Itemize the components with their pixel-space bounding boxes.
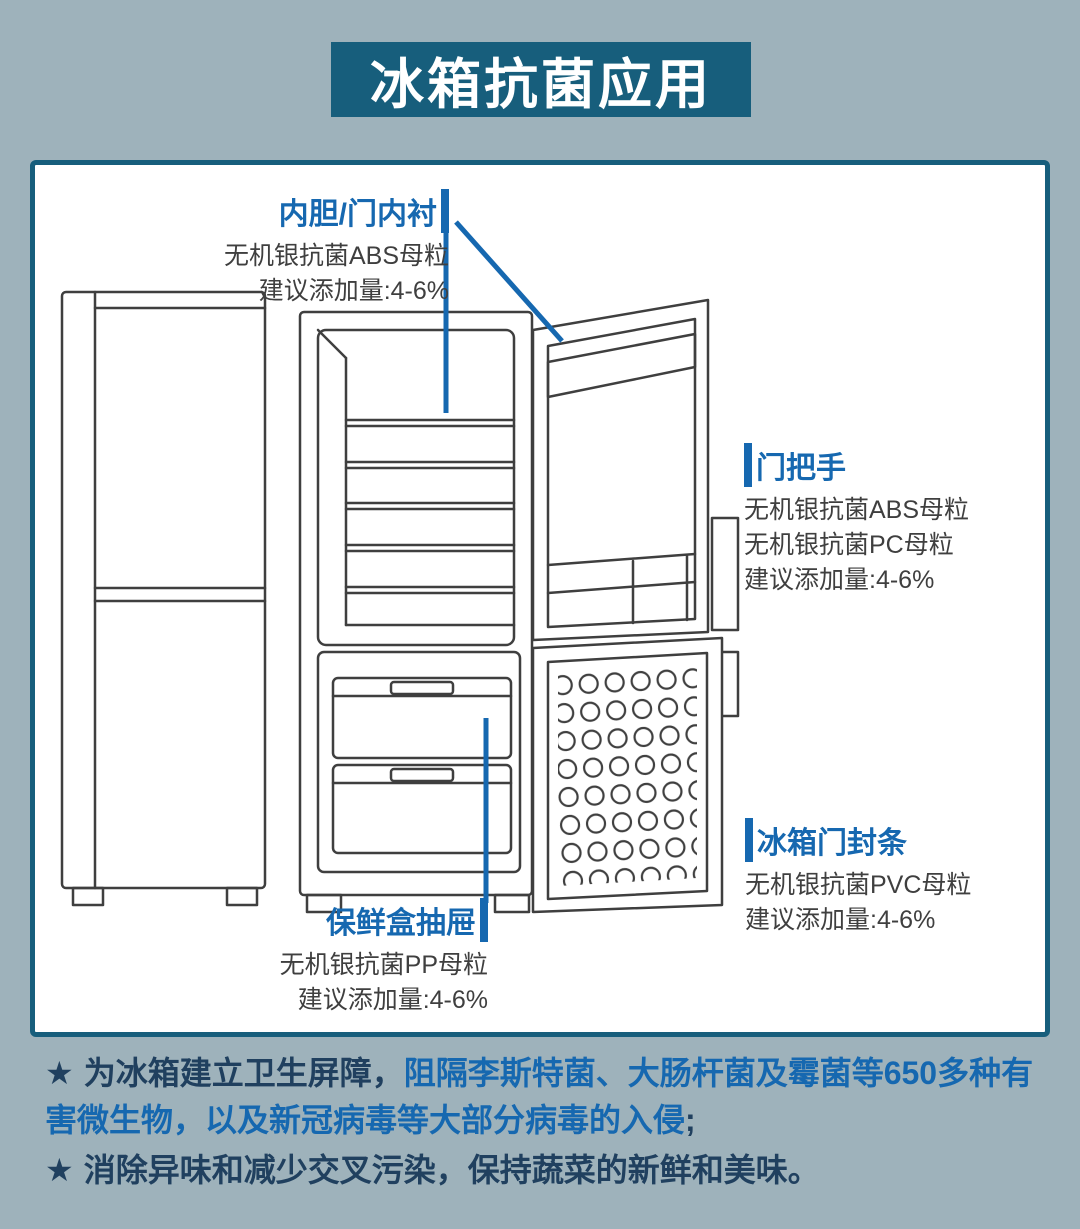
callout-pointer-lines [443,220,564,903]
freezer-door-open-drawing [531,636,724,914]
callout-line: 无机银抗菌ABS母粒 [744,496,970,524]
callout-marker-bar [480,898,488,942]
title-banner: 冰箱抗菌应用 [331,42,751,117]
note-1-text: 为冰箱建立卫生屏障， [83,1055,404,1091]
note-1-highlight: 阻隔李斯特菌、大肠杆菌及霉菌等650多种有害微生物，以及新冠病毒等大部分病毒的入… [45,1055,1034,1138]
callout-door-seal-head: 冰箱门封条 [745,818,971,862]
note-2-text: 消除异味和减少交叉污染，保持蔬菜的新鲜和美味。 [83,1152,820,1188]
open-fridge-cabinet-drawing [298,310,534,914]
note-1-tail: ; [685,1102,696,1138]
star-bullet: ★ [45,1055,74,1091]
upper-door-open-drawing [531,298,710,642]
callout-line: 无机银抗菌PVC母粒 [745,871,972,899]
callout-marker-bar [441,189,449,233]
closed-fridge-drawing [60,290,267,907]
callout-line: 无机银抗菌PC母粒 [744,531,954,559]
callout-line: 无机银抗菌PP母粒 [279,951,488,979]
star-bullet: ★ [45,1152,74,1188]
callout-inner-liner-title: 内胆/门内衬 [278,198,437,231]
callout-door-handle: 门把手 无机银抗菌ABS母粒 无机银抗菌PC母粒 建议添加量:4-6% [744,443,969,598]
callout-line: 建议添加量:4-6% [744,566,935,594]
callout-marker-bar [744,443,752,487]
callout-fresh-drawer: 保鲜盒抽屉 无机银抗菌PP母粒 建议添加量:4-6% [215,898,488,1018]
fridge-illustration [60,220,740,914]
callout-inner-liner-head: 内胆/门内衬 [183,189,449,233]
footer-notes: ★为冰箱建立卫生屏障，阻隔李斯特菌、大肠杆菌及霉菌等650多种有害微生物，以及新… [45,1050,1037,1194]
page-title: 冰箱抗菌应用 [370,55,712,115]
callout-fresh-drawer-head: 保鲜盒抽屉 [215,898,488,942]
diagram-panel: 内胆/门内衬 无机银抗菌ABS母粒 建议添加量:4-6% 门把手 无机银抗菌AB… [30,160,1050,1037]
callout-marker-bar [745,818,753,862]
callout-line: 建议添加量:4-6% [297,986,488,1014]
callout-door-handle-head: 门把手 [744,443,969,487]
note-benefit-2: ★消除异味和减少交叉污染，保持蔬菜的新鲜和美味。 [45,1147,1037,1194]
callout-line: 建议添加量:4-6% [258,277,449,305]
callout-door-seal-title: 冰箱门封条 [757,827,907,860]
callout-door-handle-title: 门把手 [756,452,846,485]
door-lining-pointer-line [454,220,564,343]
fresh-box-drawer-lower [331,763,513,855]
fresh-box-drawer-upper [331,676,513,760]
callout-line: 建议添加量:4-6% [745,906,936,934]
callout-door-seal: 冰箱门封条 无机银抗菌PVC母粒 建议添加量:4-6% [745,818,971,938]
callout-inner-liner: 内胆/门内衬 无机银抗菌ABS母粒 建议添加量:4-6% [183,189,449,309]
note-benefit-1: ★为冰箱建立卫生屏障，阻隔李斯特菌、大肠杆菌及霉菌等650多种有害微生物，以及新… [45,1050,1037,1144]
callout-fresh-drawer-title: 保鲜盒抽屉 [326,907,476,940]
callout-line: 无机银抗菌ABS母粒 [223,242,449,270]
